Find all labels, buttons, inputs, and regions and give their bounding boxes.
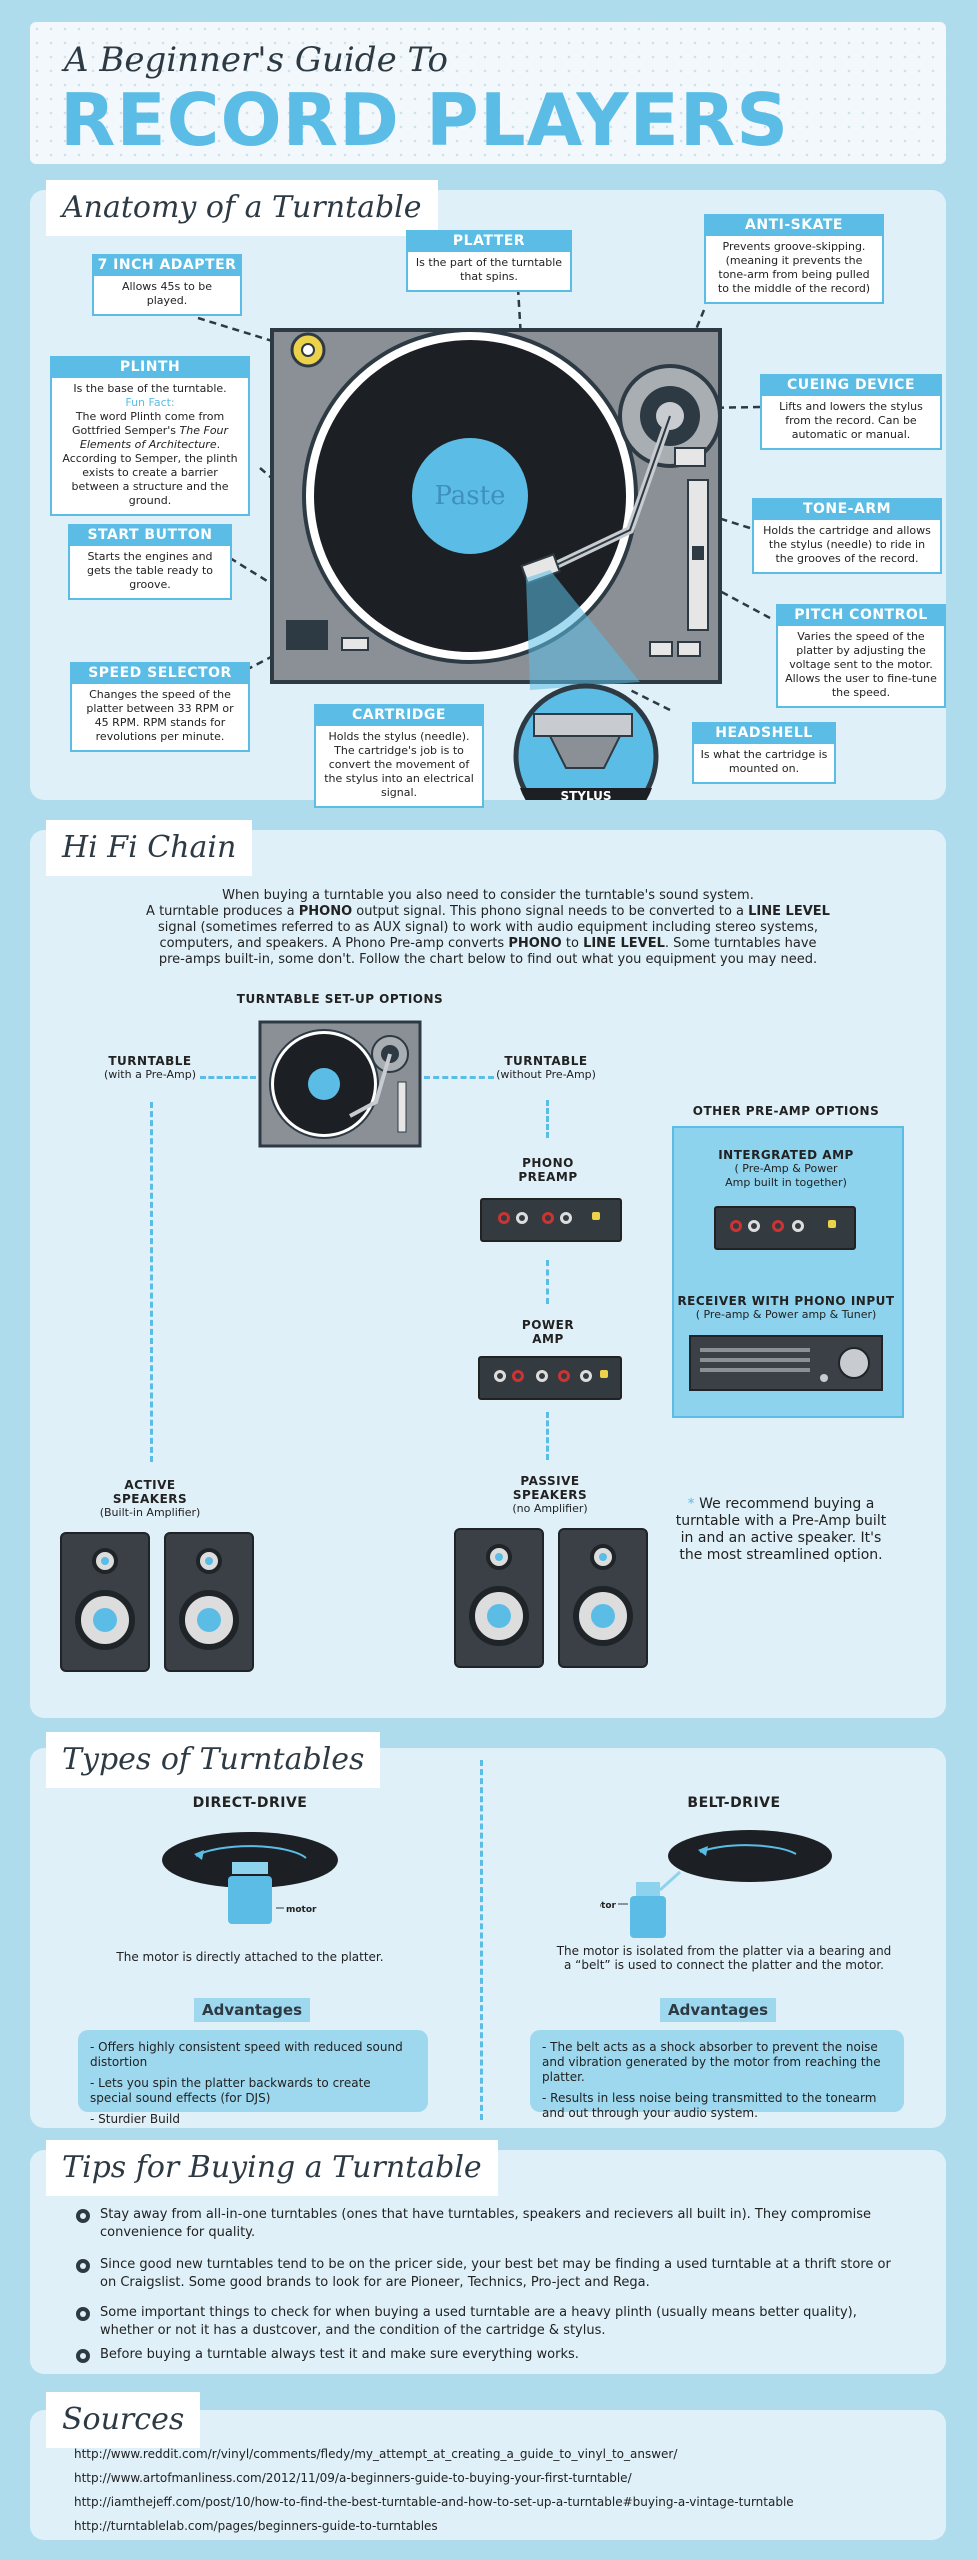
receiver-label: RECEIVER WITH PHONO INPUT( Pre-amp & Pow… <box>677 1294 895 1321</box>
other-preamp-title: OTHER PRE-AMP OPTIONS <box>692 1104 880 1118</box>
passive-speaker-right <box>558 1528 648 1668</box>
hifi-intro: When buying a turntable you also need to… <box>146 888 830 967</box>
direct-advantages-list: - Offers highly consistent speed with re… <box>78 2030 428 2126</box>
active-speaker-right <box>164 1532 254 1672</box>
direct-advantages-heading: Advantages <box>194 1998 310 2022</box>
turntable-without-preamp-label: TURNTABLE(without Pre-Amp) <box>496 1054 596 1081</box>
tip-bullet <box>76 2209 90 2223</box>
connector-to-power <box>546 1260 549 1304</box>
header-banner: A Beginner's Guide To RECORD PLAYERS <box>30 22 946 164</box>
source-link[interactable]: http://www.artofmanliness.com/2012/11/09… <box>74 2471 632 2485</box>
tip-bullet <box>76 2349 90 2363</box>
belt-drive-title: BELT-DRIVE <box>687 1795 781 1811</box>
anatomy-heading: Anatomy of a Turntable <box>46 180 438 236</box>
header-subtitle: A Beginner's Guide To <box>64 40 449 80</box>
tip-bullet <box>76 2307 90 2321</box>
tip-item: Before buying a turntable always test it… <box>100 2347 579 2362</box>
source-link[interactable]: http://www.reddit.com/r/vinyl/comments/f… <box>74 2447 678 2461</box>
receiver-unit <box>689 1335 883 1391</box>
belt-advantages-heading: Advantages <box>660 1998 776 2022</box>
turntable-with-preamp-label: TURNTABLE(with a Pre-Amp) <box>103 1054 197 1081</box>
power-amp-unit <box>478 1356 622 1400</box>
direct-drive-illustration: motor <box>162 1832 338 1924</box>
tip-item: Some important things to check for when … <box>100 2305 857 2338</box>
belt-drive-desc: The motor is isolated from the platter v… <box>556 1944 892 1972</box>
active-speaker-left <box>60 1532 150 1672</box>
phono-preamp-unit <box>480 1198 622 1242</box>
tip-bullet <box>76 2259 90 2273</box>
hifi-heading: Hi Fi Chain <box>46 820 253 876</box>
sources-heading: Sources <box>46 2392 201 2448</box>
belt-advantages-list: - The belt acts as a shock absorber to p… <box>530 2030 904 2120</box>
source-link[interactable]: http://turntablelab.com/pages/beginners-… <box>74 2519 438 2533</box>
setup-options-title: TURNTABLE SET-UP OPTIONS <box>236 992 444 1006</box>
direct-drive-title: DIRECT-DRIVE <box>192 1795 308 1811</box>
stylus-label: STYLUS <box>560 789 611 800</box>
header-title: RECORD PLAYERS <box>60 78 790 162</box>
types-heading: Types of Turntables <box>46 1732 381 1788</box>
connector-to-passive <box>546 1412 549 1460</box>
tip-item: Stay away from all-in-one turntables (on… <box>100 2207 871 2240</box>
belt-drive-illustration: motor <box>600 1830 832 1938</box>
connector-right <box>424 1076 494 1079</box>
passive-speaker-left <box>454 1528 544 1668</box>
belt-motor-label: motor <box>600 1901 617 1911</box>
tips-heading: Tips for Buying a Turntable <box>46 2140 498 2196</box>
direct-drive-desc: The motor is directly attached to the pl… <box>116 1950 384 1964</box>
connector-left <box>200 1076 256 1079</box>
turntable-illustration: Paste STYLUS <box>197 287 771 800</box>
setup-turntable-icon <box>258 1020 422 1148</box>
tip-item: Since good new turntables tend to be on … <box>100 2257 891 2290</box>
connector-to-phono <box>546 1100 549 1138</box>
integrated-amp-unit <box>714 1206 856 1250</box>
direct-motor-label: motor <box>286 1905 317 1915</box>
record-label-text: Paste <box>434 481 505 511</box>
connector-active-speakers <box>150 1102 153 1462</box>
source-link[interactable]: http://iamthejeff.com/post/10/how-to-fin… <box>74 2495 794 2509</box>
callout-plinth: PLINTH Is the base of the turntable. Fun… <box>50 356 250 516</box>
types-divider <box>480 1760 483 2120</box>
recommendation-text: * We recommend buying a turntable with a… <box>675 1496 887 1563</box>
